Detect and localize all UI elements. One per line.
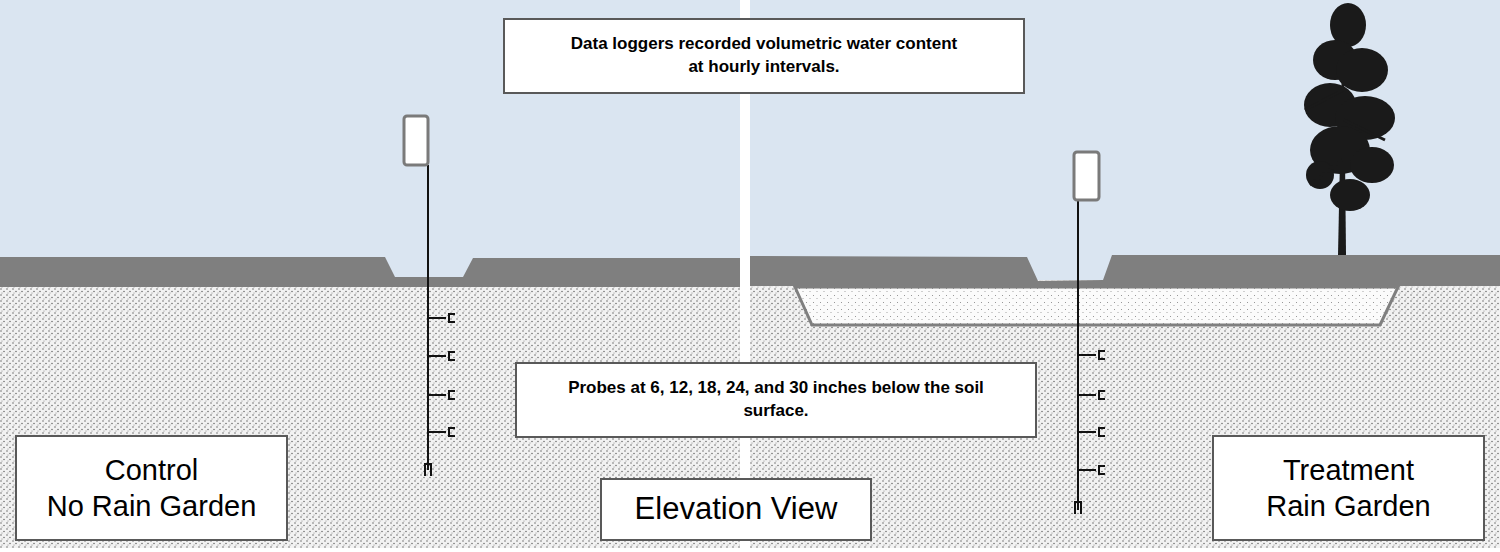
label-text: Treatment bbox=[1283, 452, 1414, 488]
note-text: Probes at 6, 12, 18, 24, and 30 inches b… bbox=[536, 377, 1016, 423]
rain-garden-media bbox=[795, 287, 1398, 325]
tree bbox=[1304, 3, 1395, 255]
panel-label-box: TreatmentRain Garden bbox=[1212, 435, 1485, 541]
panel-label-box: ControlNo Rain Garden bbox=[15, 435, 288, 541]
frame bbox=[0, 548, 1500, 552]
ground-surface bbox=[750, 255, 1500, 286]
ground-surface bbox=[0, 257, 740, 287]
label-text: Control bbox=[105, 452, 199, 488]
label-text: No Rain Garden bbox=[47, 488, 257, 524]
soil-probes bbox=[1075, 351, 1105, 514]
note-text: Data loggers recorded volumetric water c… bbox=[564, 33, 964, 79]
label-text: Rain Garden bbox=[1266, 488, 1430, 524]
label-text: Elevation View bbox=[635, 490, 838, 529]
note-box: Data loggers recorded volumetric water c… bbox=[503, 18, 1025, 94]
note-box: Probes at 6, 12, 18, 24, and 30 inches b… bbox=[515, 362, 1037, 438]
soil-probes bbox=[425, 314, 455, 476]
data-logger bbox=[1074, 152, 1099, 200]
data-logger bbox=[404, 116, 428, 165]
view-label-box: Elevation View bbox=[600, 478, 872, 541]
